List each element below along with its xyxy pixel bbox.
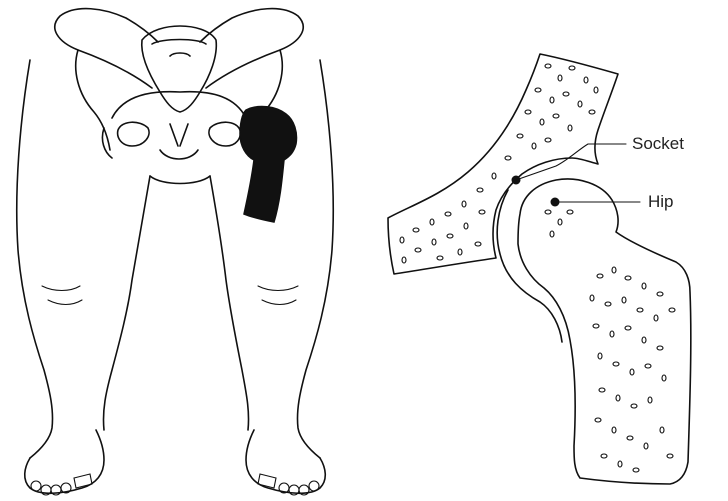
hip-label: Hip xyxy=(648,193,674,210)
lower-body-figure xyxy=(17,9,334,495)
hip-pointer xyxy=(551,198,641,207)
highlighted-femur-icon xyxy=(240,107,297,222)
femur-texture xyxy=(545,210,675,472)
femur-bone xyxy=(518,179,691,484)
socket-label: Socket xyxy=(632,135,684,152)
socket-bone xyxy=(388,54,618,274)
socket-texture xyxy=(400,64,598,263)
feet xyxy=(25,430,326,495)
hip-joint-closeup xyxy=(388,54,691,484)
